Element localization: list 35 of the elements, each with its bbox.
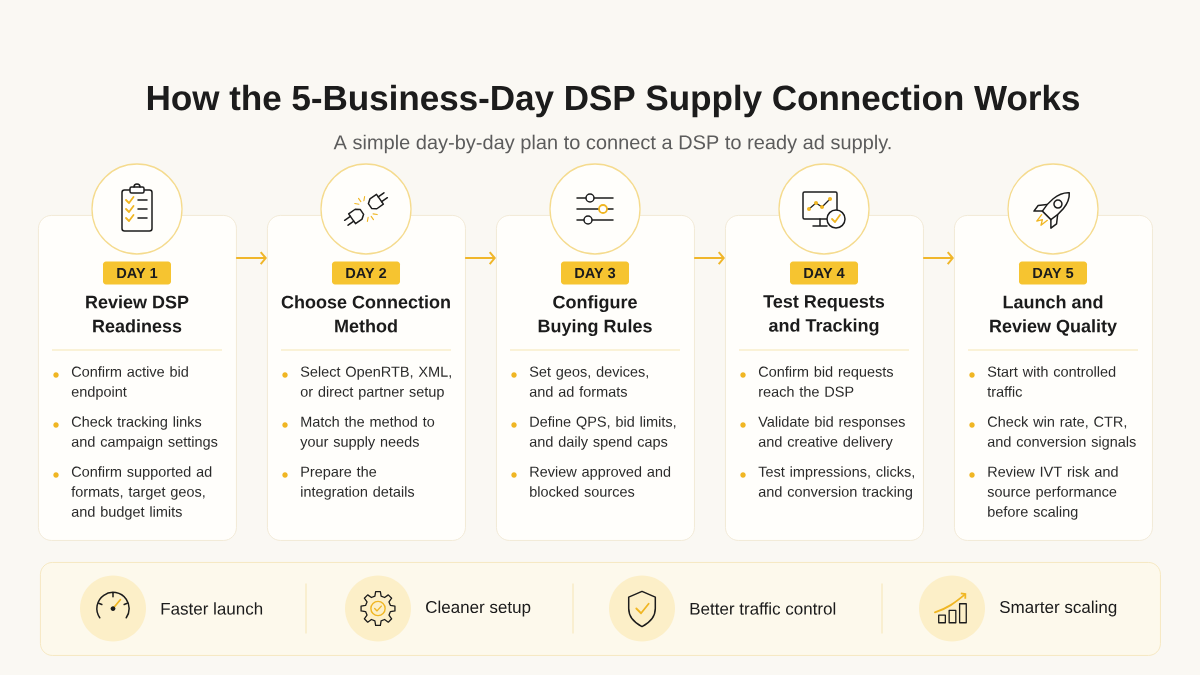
day-badge: DAY 1 bbox=[103, 261, 171, 285]
bullet-text: Test impressions, clicks, and conversion tracking bbox=[758, 466, 914, 500]
bullet-text: Confirm bid requests reach the DSP bbox=[758, 366, 894, 397]
day-badge: DAY 5 bbox=[1019, 261, 1087, 285]
step-heading: Choose Connection Method bbox=[281, 295, 450, 333]
bullet-text: Review approved and blocked sources bbox=[530, 466, 671, 497]
day-badge: DAY 3 bbox=[561, 261, 629, 285]
subtitle: A simple day-by-day plan to connect a DSP to ready ad supply. bbox=[333, 134, 891, 154]
bullet-text: Match the method to your supply needs bbox=[300, 416, 435, 450]
step-heading: Configure Buying Rules bbox=[538, 295, 652, 337]
step-heading: Test Requests and Tracking bbox=[763, 295, 885, 336]
bullet-text: Set geos, devices, and ad formats bbox=[529, 366, 648, 397]
day-badge: DAY 4 bbox=[790, 261, 858, 285]
arrow bbox=[693, 251, 725, 265]
arrow bbox=[464, 251, 496, 265]
title: How the 5-Business-Day DSP Supply Connection Works bbox=[147, 84, 1079, 118]
bullet-text: Start with controlled traffic bbox=[987, 366, 1116, 397]
bullet-text: Define QPS, bid limits, and daily spend caps bbox=[529, 416, 676, 450]
bullet-text: Validate bid responses and creative delivery bbox=[758, 416, 905, 450]
bullet-text: Confirm active bid endpoint bbox=[71, 366, 188, 400]
bullet-text: Confirm supported ad formats, target geos, and budget limits bbox=[71, 466, 212, 520]
bullet-text: Select OpenRTB, XML, or direct partner setup bbox=[300, 366, 451, 400]
bullet-text: Check win rate, CTR, and conversion signals bbox=[987, 416, 1136, 450]
benefit-text: Smarter scaling bbox=[1000, 600, 1117, 617]
bullet-text: Prepare the integration details bbox=[301, 466, 415, 500]
bullet-text: Review IVT risk and source performance before scaling bbox=[987, 466, 1118, 520]
arrow bbox=[922, 251, 954, 265]
step-heading: Launch and Review Quality bbox=[990, 295, 1117, 336]
benefit-text: Cleaner setup bbox=[426, 600, 531, 617]
step-heading: Review DSP Readiness bbox=[86, 295, 189, 333]
bullet-text: Check tracking links and campaign settings bbox=[71, 416, 218, 450]
day-badge: DAY 2 bbox=[332, 261, 400, 285]
arrow bbox=[235, 251, 267, 265]
benefit-text: Better traffic control bbox=[690, 602, 836, 615]
benefit-text: Faster launch bbox=[161, 602, 263, 615]
